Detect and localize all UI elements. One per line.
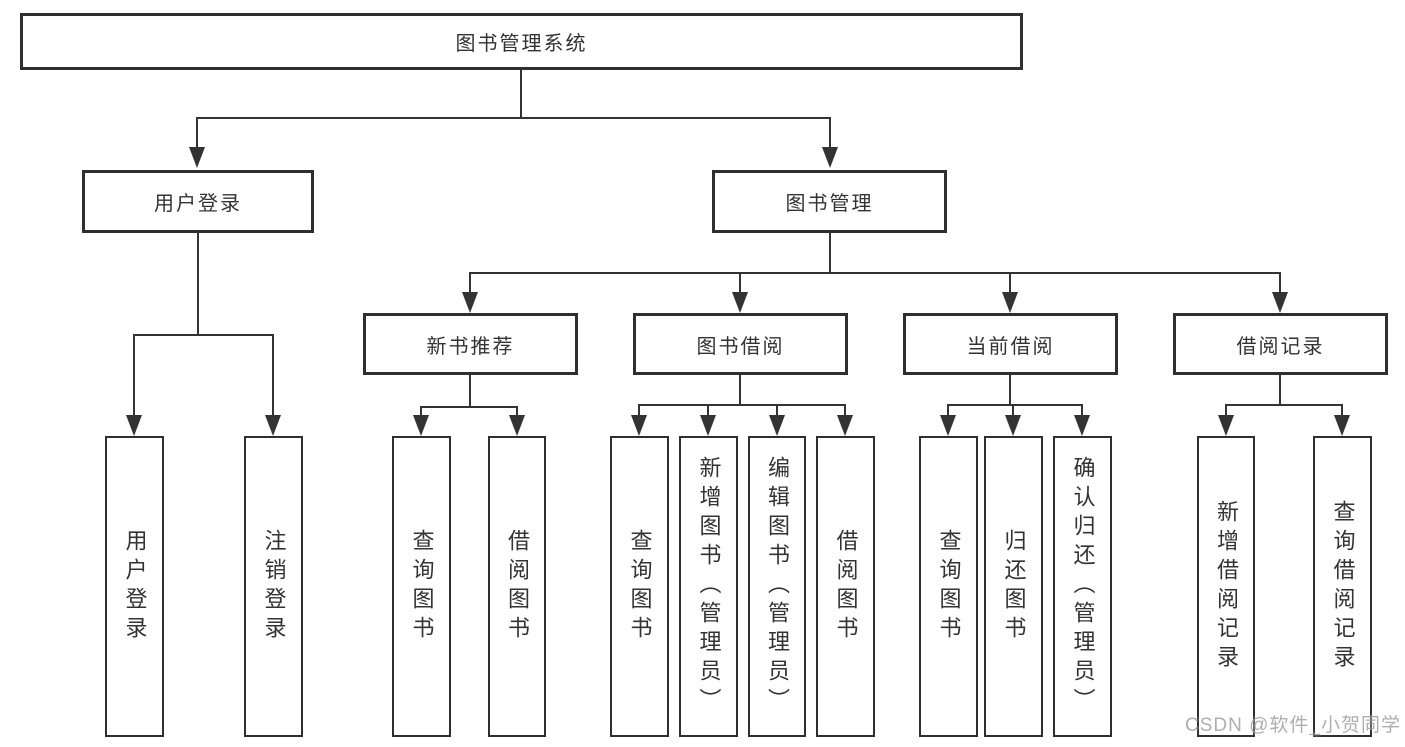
leaf-borrow-books-recommend: 借阅图书 bbox=[488, 436, 546, 737]
watermark: CSDN @软件_小贺同学 bbox=[1185, 715, 1401, 736]
leaf-query-books-recommend: 查询图书 bbox=[392, 436, 451, 737]
leaf-borrow-books: 借阅图书 bbox=[816, 436, 875, 737]
node-library-system: 图书管理系统 bbox=[20, 13, 1023, 70]
leaf-user-login: 用户登录 bbox=[105, 436, 164, 737]
node-book-management: 图书管理 bbox=[712, 170, 947, 233]
node-new-book-recommend: 新书推荐 bbox=[363, 313, 578, 375]
leaf-query-books-borrow: 查询图书 bbox=[610, 436, 669, 737]
leaf-confirm-return-admin: 确认归还（管理员） bbox=[1053, 436, 1112, 737]
leaf-edit-book-admin: 编辑图书（管理员） bbox=[748, 436, 806, 737]
leaf-add-book-admin: 新增图书（管理员） bbox=[679, 436, 738, 737]
leaf-query-books-current: 查询图书 bbox=[919, 436, 978, 737]
node-current-borrow: 当前借阅 bbox=[903, 313, 1118, 375]
leaf-logout: 注销登录 bbox=[244, 436, 303, 737]
leaf-add-borrow-record: 新增借阅记录 bbox=[1197, 436, 1255, 737]
leaf-query-borrow-record: 查询借阅记录 bbox=[1313, 436, 1372, 737]
node-book-borrow: 图书借阅 bbox=[633, 313, 848, 375]
leaf-return-book: 归还图书 bbox=[984, 436, 1043, 737]
node-user-login: 用户登录 bbox=[82, 170, 314, 233]
node-borrow-records: 借阅记录 bbox=[1173, 313, 1388, 375]
